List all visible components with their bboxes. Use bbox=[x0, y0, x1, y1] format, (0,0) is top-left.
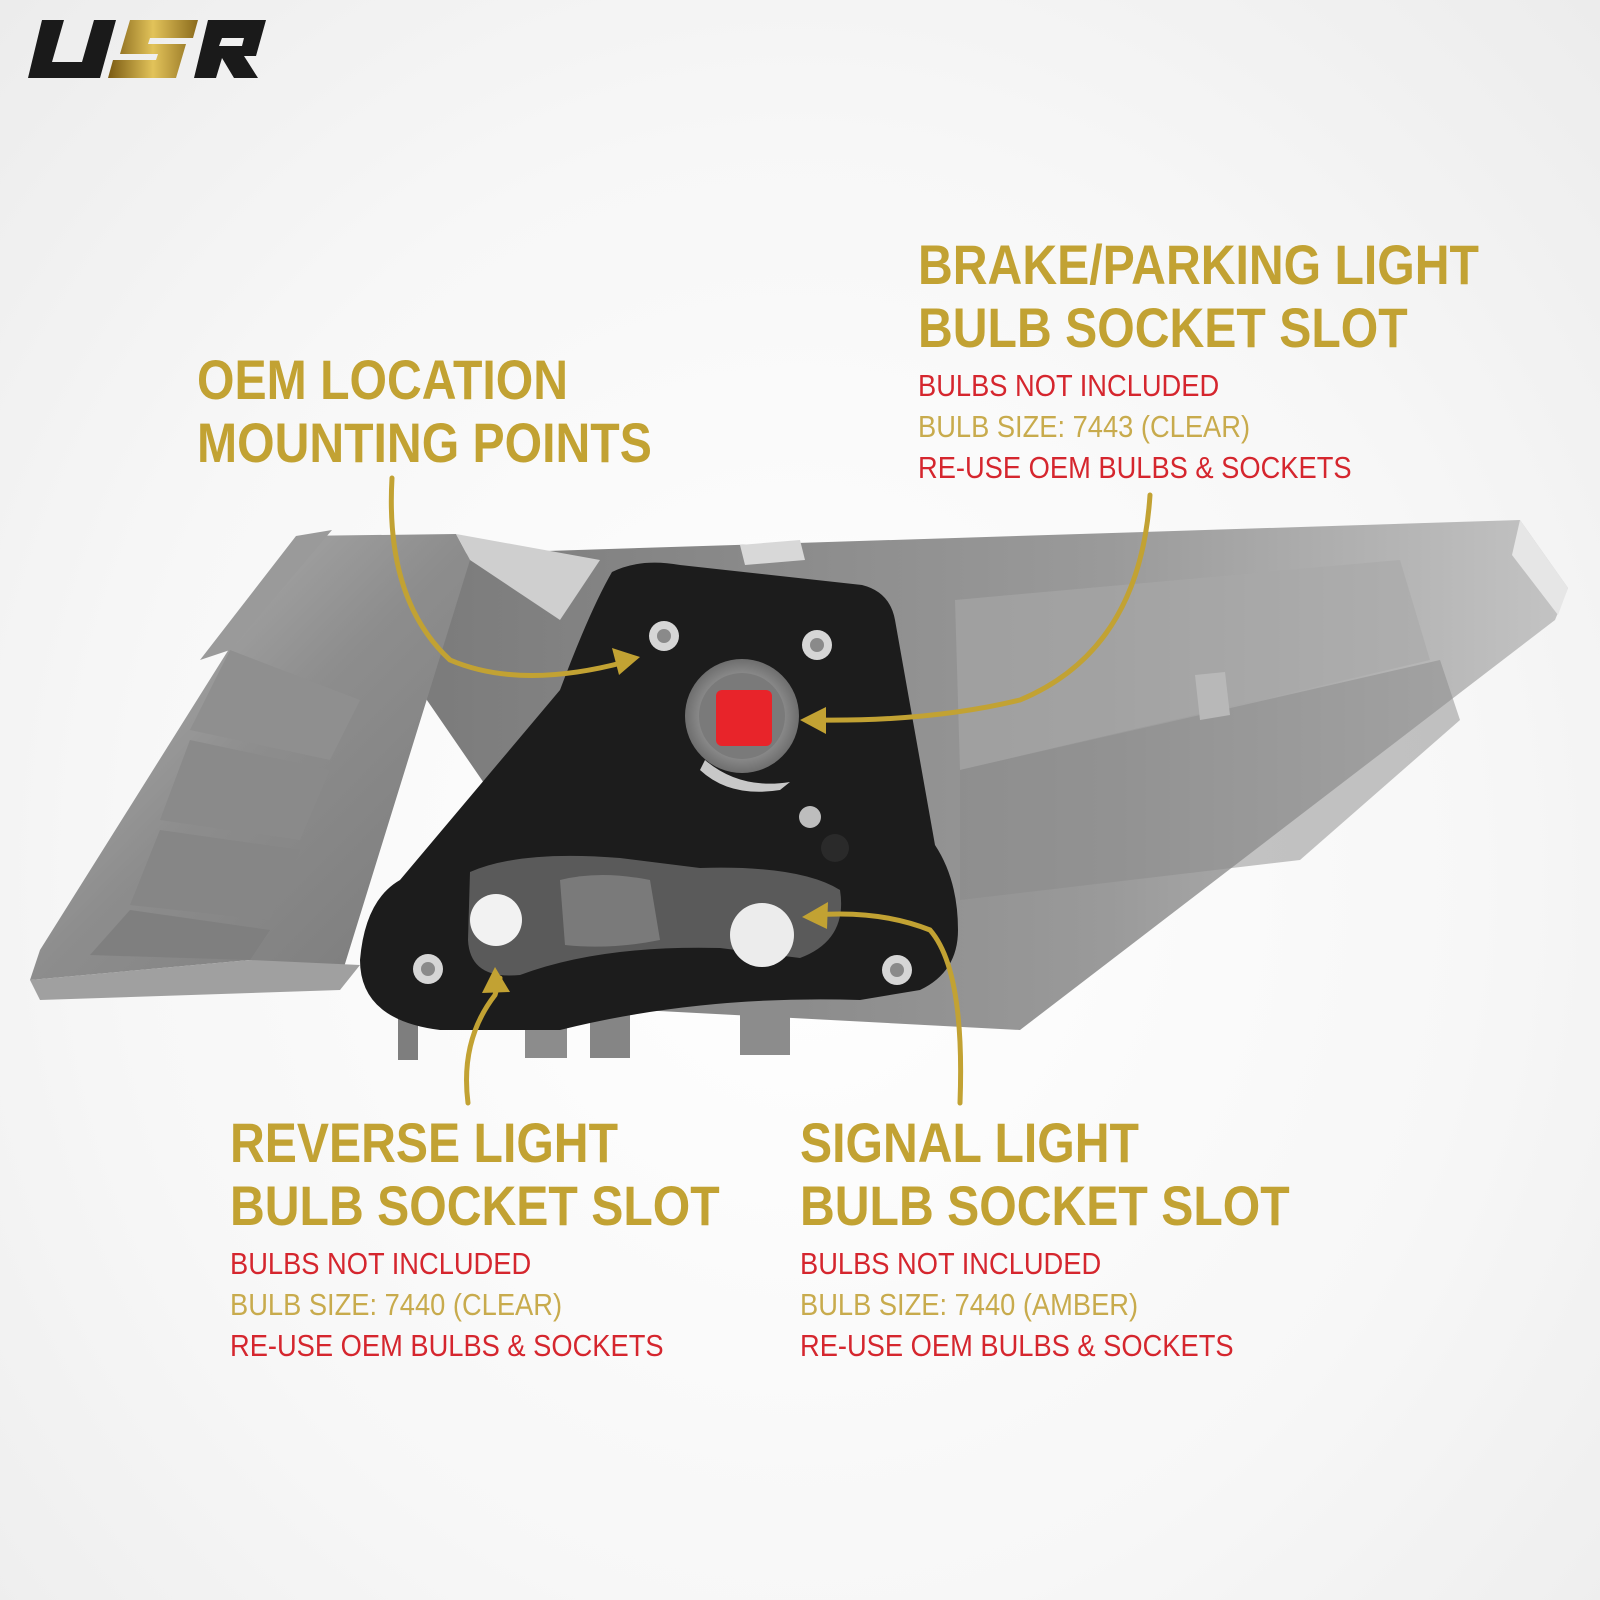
bulb-size: BULB SIZE: 7443 (CLEAR) bbox=[918, 409, 1251, 444]
reuse-note: RE-USE OEM BULBS & SOCKETS bbox=[230, 1328, 664, 1363]
brake-socket bbox=[685, 659, 799, 792]
callout-title: BRAKE/PARKING LIGHT BULB SOCKET SLOT bbox=[918, 233, 1479, 359]
callout-title: SIGNAL LIGHT BULB SOCKET SLOT bbox=[800, 1111, 1290, 1237]
callout-title: REVERSE LIGHT BULB SOCKET SLOT bbox=[230, 1111, 720, 1237]
callout-title: OEM LOCATION MOUNTING POINTS bbox=[197, 348, 652, 474]
signal-socket bbox=[730, 903, 794, 967]
title-line-2: BULB SOCKET SLOT bbox=[230, 1174, 720, 1237]
reuse-note: RE-USE OEM BULBS & SOCKETS bbox=[800, 1328, 1234, 1363]
title-line-1: SIGNAL LIGHT bbox=[800, 1111, 1139, 1174]
title-line-1: OEM LOCATION bbox=[197, 348, 568, 411]
callout-notes: BULBS NOT INCLUDED BULB SIZE: 7440 (CLEA… bbox=[230, 1243, 799, 1366]
title-line-2: BULB SOCKET SLOT bbox=[918, 296, 1408, 359]
mounting-studs bbox=[413, 621, 912, 985]
callout-brake-parking: BRAKE/PARKING LIGHT BULB SOCKET SLOT BUL… bbox=[918, 233, 1570, 488]
title-line-1: REVERSE LIGHT bbox=[230, 1111, 619, 1174]
callout-signal-light: SIGNAL LIGHT BULB SOCKET SLOT BULBS NOT … bbox=[800, 1111, 1369, 1366]
title-line-1: BRAKE/PARKING LIGHT bbox=[918, 233, 1479, 296]
bulb-size: BULB SIZE: 7440 (AMBER) bbox=[800, 1287, 1139, 1322]
bulbs-not-included: BULBS NOT INCLUDED bbox=[230, 1246, 532, 1281]
arrow-brake bbox=[809, 492, 1153, 723]
callout-reverse-light: REVERSE LIGHT BULB SOCKET SLOT BULBS NOT… bbox=[230, 1111, 799, 1366]
arrow-oem bbox=[388, 475, 628, 678]
title-line-2: MOUNTING POINTS bbox=[197, 411, 652, 474]
bulb-size: BULB SIZE: 7440 (CLEAR) bbox=[230, 1287, 563, 1322]
arrow-signal bbox=[811, 911, 964, 1106]
bulbs-not-included: BULBS NOT INCLUDED bbox=[918, 368, 1220, 403]
callout-notes: BULBS NOT INCLUDED BULB SIZE: 7440 (AMBE… bbox=[800, 1243, 1369, 1366]
arrowheads bbox=[482, 648, 828, 993]
callout-arrows bbox=[388, 475, 1153, 1106]
bulbs-not-included: BULBS NOT INCLUDED bbox=[800, 1246, 1102, 1281]
callout-notes: BULBS NOT INCLUDED BULB SIZE: 7443 (CLEA… bbox=[918, 365, 1570, 488]
callout-oem-mounting: OEM LOCATION MOUNTING POINTS bbox=[197, 348, 726, 474]
reverse-socket bbox=[470, 894, 522, 946]
arrow-reverse bbox=[464, 975, 503, 1106]
reuse-note: RE-USE OEM BULBS & SOCKETS bbox=[918, 450, 1352, 485]
usr-logo bbox=[28, 20, 266, 78]
title-line-2: BULB SOCKET SLOT bbox=[800, 1174, 1290, 1237]
